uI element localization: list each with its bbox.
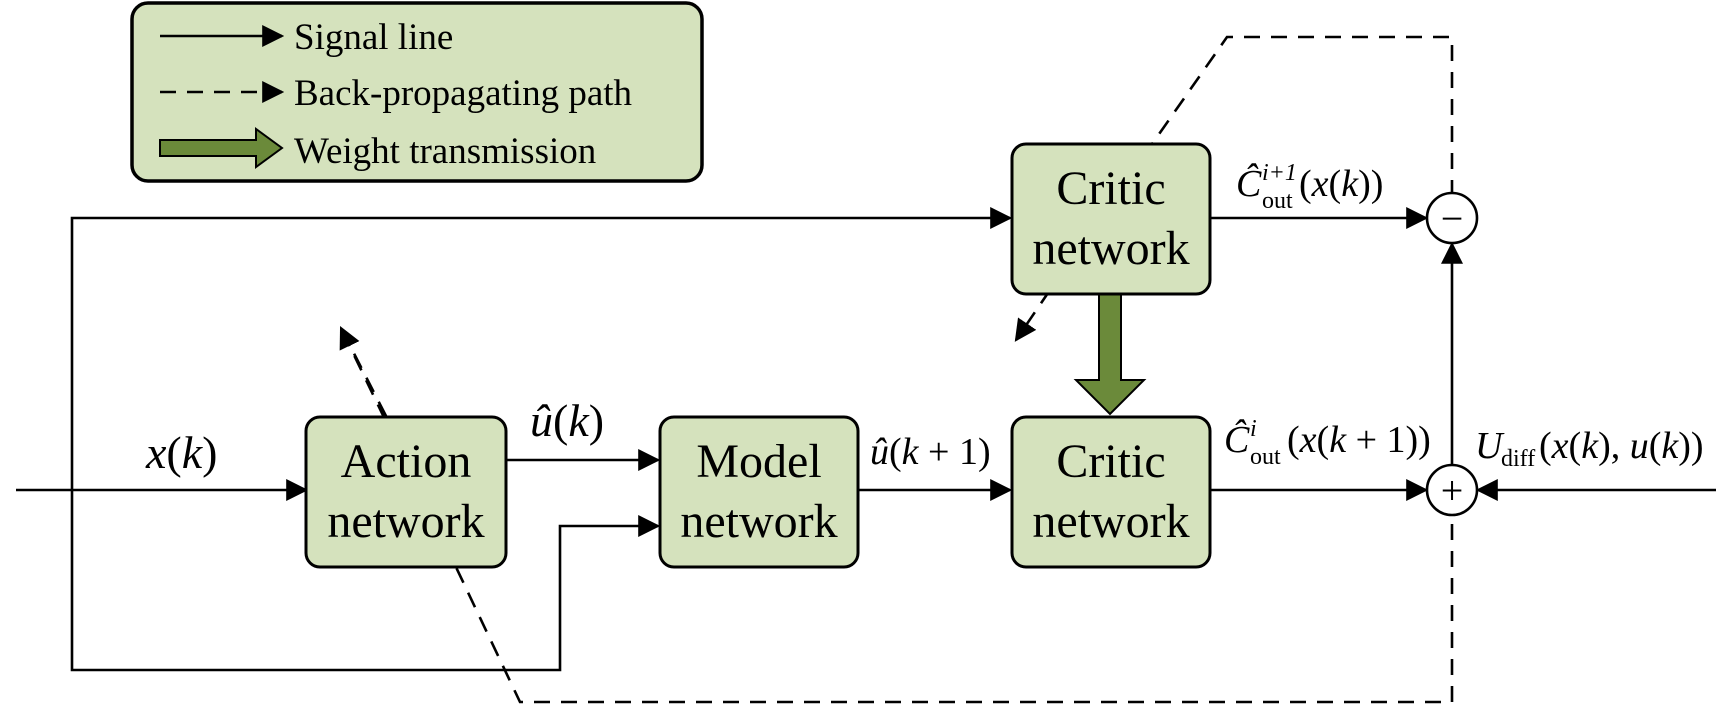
legend-weight-arrow-symbol [159,127,284,169]
model-network: Model network [658,415,860,569]
backprop-arrow-critic [1014,289,1052,342]
svg-text:out: out [1250,444,1281,470]
svg-text:i+1: i+1 [1262,160,1297,186]
legend-back-path-label: Back-propagating path [294,73,633,114]
plus-sign: + [1441,468,1464,513]
action-network-line2: network [327,495,484,548]
plus-junction: + [1425,463,1479,517]
svg-text:diff: diff [1501,446,1535,472]
plus-junction-circle [1425,463,1479,517]
weight-transmission-arrow [1073,293,1147,416]
svg-text:(x(k + 1)): (x(k + 1)) [1287,419,1431,461]
model-network-line1: Model [696,435,821,488]
label-u-diff: U diff (x(k), u(k)) [1475,425,1704,472]
line-x-to-model [70,490,661,672]
svg-text:(x(k), u(k)): (x(k), u(k)) [1539,425,1704,467]
label-c-out-bottom: Ĉ i out (x(k + 1)) [1224,416,1431,470]
minus-junction: − [1425,191,1479,245]
critic-network-top-box [1010,142,1212,296]
label-u-hat-k-plus-1: û(k + 1) [870,431,991,473]
svg-text:out: out [1262,188,1293,214]
legend: Signal line Back-propagating path Weight… [130,1,704,183]
svg-text:i: i [1250,416,1257,442]
critic-network-bottom: Critic network [1010,415,1212,569]
label-x-k: x(k) [145,427,218,478]
line-x-to-critic-top [70,207,1013,490]
critic-network-bottom-line1: Critic [1056,435,1165,488]
svg-text:Ĉ: Ĉ [1236,163,1262,205]
label-u-hat-k: û(k) [530,395,604,446]
svg-text:U: U [1475,425,1505,467]
critic-network-top-line1: Critic [1056,162,1165,215]
critic-network-top-line2: network [1032,222,1189,275]
label-c-out-top: Ĉ i+1 out (x(k)) [1236,160,1383,214]
action-network-box [304,415,508,569]
critic-network-bottom-box [1010,415,1212,569]
svg-text:(x(k)): (x(k)) [1299,163,1383,205]
model-network-line2: network [680,495,837,548]
legend-signal-line-label: Signal line [294,17,453,58]
critic-network-top: Critic network [1010,142,1212,296]
critic-network-bottom-line2: network [1032,495,1189,548]
backprop-path-to-action [453,497,1454,704]
backprop-arrow-action-tail [339,327,388,417]
model-network-box [658,415,860,569]
legend-weight-label: Weight transmission [294,131,596,172]
svg-text:Ĉ: Ĉ [1224,419,1250,461]
minus-sign: − [1441,196,1464,241]
action-network-line1: Action [341,435,472,488]
minus-junction-circle [1425,191,1479,245]
action-network: Action network [304,415,508,569]
backprop-path-to-critic [1148,35,1454,196]
legend-box [130,1,704,183]
